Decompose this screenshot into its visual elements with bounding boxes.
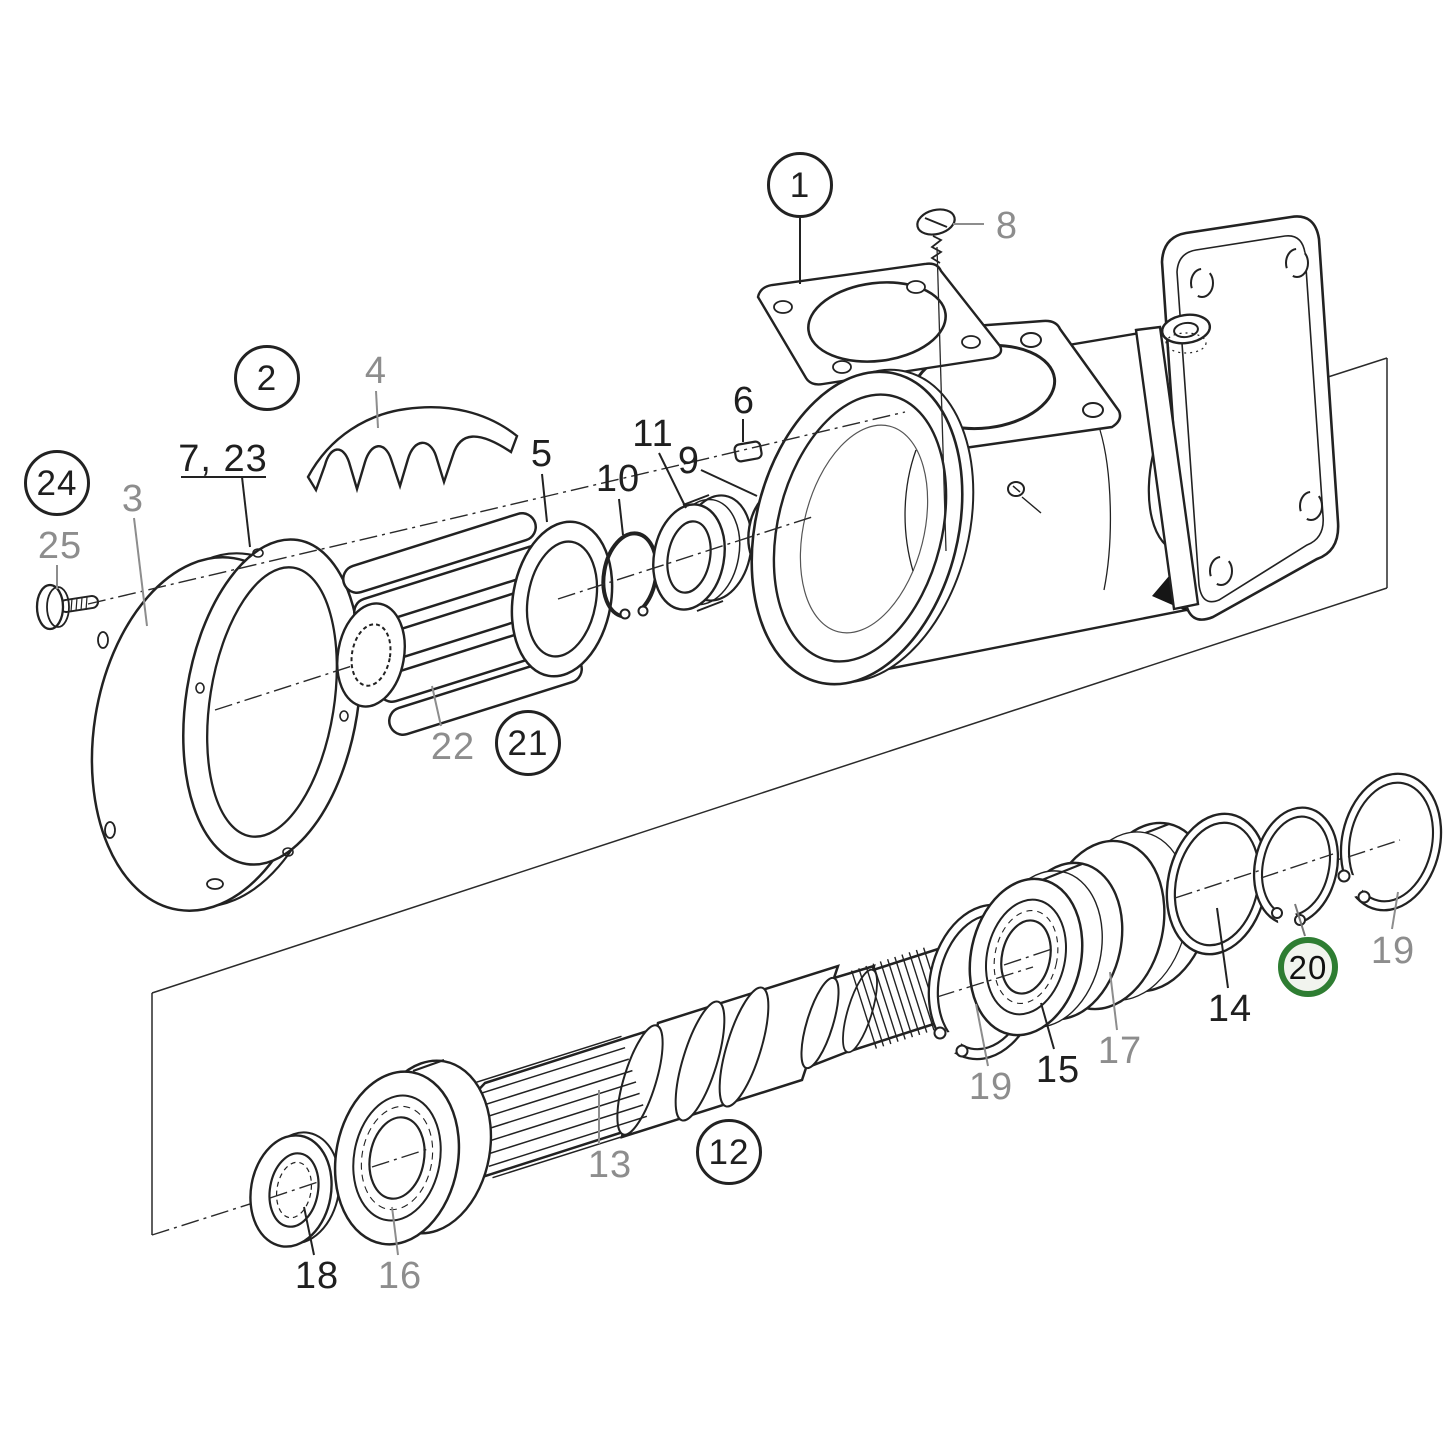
radial-seal-ring: [249, 1131, 341, 1248]
callout-20-highlighted: 20: [1278, 937, 1338, 997]
callout-8: 8: [995, 205, 1019, 247]
pump-housing: [733, 208, 1340, 686]
top-gasket-plate: [756, 262, 1003, 386]
spline-hatch: [463, 1035, 651, 1179]
callout-3: 3: [121, 478, 145, 520]
cover-gasket: [182, 538, 362, 866]
seal-sleeve: [652, 494, 753, 612]
callout-4: 4: [364, 350, 388, 392]
washer: [510, 520, 614, 678]
drain-screw: [1007, 481, 1042, 514]
cover-bolt: [35, 583, 99, 631]
axis-line-bore-segments: [269, 839, 1401, 1199]
callout-24: 24: [24, 450, 90, 516]
axis-lines-upper: [87, 411, 906, 711]
callout-1: 1: [767, 152, 833, 218]
thread-hatch: [850, 947, 950, 1049]
callout-10: 10: [595, 458, 641, 500]
callout-25: 25: [37, 525, 83, 567]
callout-19-right: 19: [1370, 930, 1416, 972]
ball-bearing-double: [968, 861, 1124, 1037]
callout-15: 15: [1035, 1049, 1081, 1091]
callout-6: 6: [732, 380, 756, 422]
circlip-right: [1337, 772, 1443, 912]
ball-bearing-small: [333, 1058, 493, 1246]
callout-13: 13: [587, 1144, 633, 1186]
callout-12: 12: [696, 1119, 762, 1185]
leader-lines: [56, 218, 1399, 1256]
screw-axis-line: [936, 246, 947, 552]
callout-21: 21: [495, 710, 561, 776]
drive-shaft: [444, 939, 968, 1189]
callout-2: 2: [234, 345, 300, 411]
cover-screw: [916, 208, 956, 264]
callout-22: 22: [430, 726, 476, 768]
callout-5: 5: [530, 433, 554, 475]
callout-7-23: 7, 23: [178, 438, 268, 480]
callout-11: 11: [632, 413, 674, 455]
callout-17: 17: [1097, 1030, 1143, 1072]
callout-18: 18: [294, 1255, 340, 1297]
callout-14: 14: [1207, 988, 1253, 1030]
callout-19-left: 19: [968, 1066, 1014, 1108]
callout-9: 9: [677, 440, 701, 482]
housing-front-rim: [750, 368, 975, 686]
top-boss: [1160, 313, 1212, 354]
mounting-flange: [1160, 215, 1340, 621]
cam: [306, 406, 519, 494]
callout-16: 16: [377, 1255, 423, 1297]
